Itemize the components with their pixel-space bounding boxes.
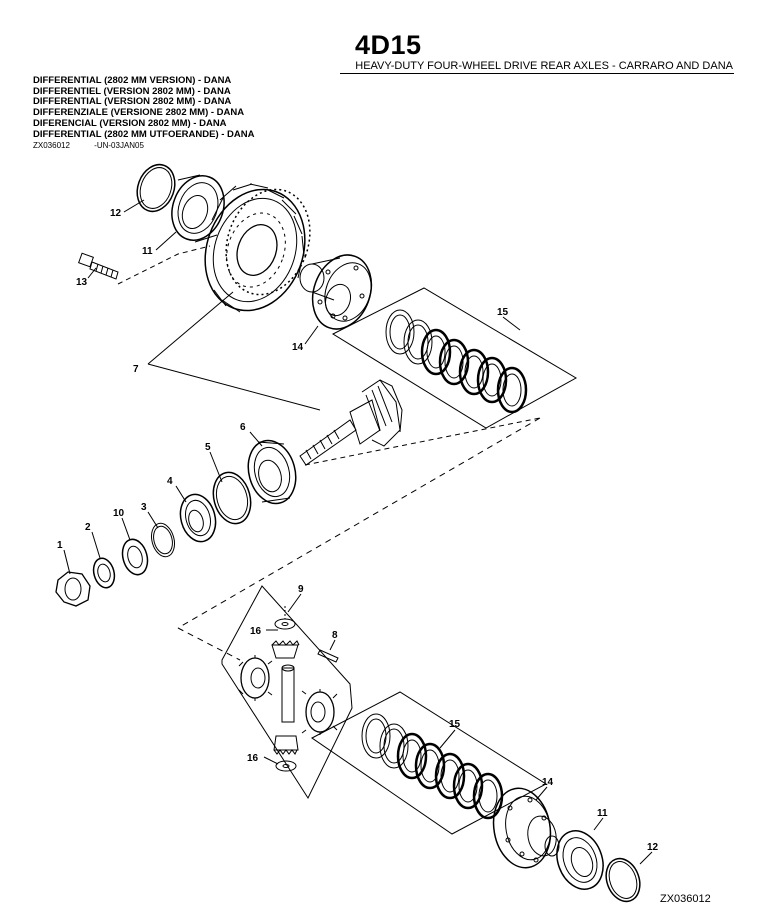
ring-gear	[204, 183, 311, 313]
retaining-ring-bottom	[605, 857, 641, 903]
section-code: 4D15	[355, 30, 422, 60]
bearing-bottom	[556, 830, 604, 890]
callout-leader	[147, 291, 321, 411]
title-line: DIFFERENTIAL (VERSION 2802 MM) - DANA	[33, 96, 232, 108]
figure-id: ZX036012	[660, 893, 711, 905]
callout-2: 2	[85, 522, 91, 533]
callout-8: 8	[332, 630, 338, 641]
shim-ring	[212, 471, 252, 525]
callout-11: 11	[142, 246, 153, 257]
bearing-middle	[179, 493, 217, 543]
assembly-leader	[304, 417, 541, 466]
clutch-disc-pack-top	[331, 287, 578, 429]
callout-labels: 12 11 13 14 15 7 6 5 4 3 10 2 1 9 16 8 1…	[57, 208, 659, 853]
title-line: DIFFERENTIEL (VERSION 2802 MM) - DANA	[33, 85, 231, 97]
roll-pin	[317, 649, 339, 663]
pinion-bearing	[247, 439, 297, 505]
callout-14: 14	[542, 777, 554, 788]
header-rule	[340, 73, 734, 74]
callout-16: 16	[247, 753, 259, 764]
side-gear-panel	[177, 585, 353, 800]
callout-16: 16	[250, 626, 262, 637]
reference-id: ZX036012	[33, 141, 70, 150]
thrust-washer-bottom	[275, 760, 297, 772]
callout-15: 15	[449, 719, 461, 730]
thrust-washer-top	[274, 606, 296, 630]
callout-14: 14	[292, 342, 304, 353]
nut	[55, 571, 91, 607]
title-block: DIFFERENTIAL (2802 MM VERSION) - DANA DI…	[33, 75, 255, 140]
title-line: DIFFERENZIALE (VERSIONE 2802 MM) - DANA	[33, 107, 245, 119]
pinion-gear-bottom	[273, 735, 299, 755]
assembly-leader	[177, 417, 541, 629]
callout-7: 7	[133, 364, 139, 375]
title-line: DIFFERENTIAL (2802 MM VERSION) - DANA	[33, 75, 232, 86]
callout-6: 6	[240, 422, 246, 433]
pinion-gear-top	[271, 640, 300, 659]
callout-15: 15	[497, 307, 509, 318]
title-line: DIFFERENTIAL (2802 MM UTFOERANDE) - DANA	[33, 128, 255, 140]
bearing-top	[171, 174, 225, 243]
section-subtitle: HEAVY-DUTY FOUR-WHEEL DRIVE REAR AXLES -…	[355, 60, 733, 72]
callout-5: 5	[205, 442, 211, 453]
assembly-leader	[117, 245, 211, 285]
callout-leaders	[63, 199, 653, 865]
reference-line: ZX036012 -UN-03JAN05	[33, 141, 166, 150]
oil-seal	[121, 538, 149, 576]
retaining-ring-top	[136, 163, 176, 213]
side-gear-left	[238, 655, 273, 701]
reference-date: -UN-03JAN05	[94, 141, 144, 150]
callout-11: 11	[597, 808, 608, 819]
differential-case-bottom	[492, 787, 560, 869]
side-gear-right	[301, 689, 338, 735]
title-line: DIFERENCIAL (VERSION 2802 MM) - DANA	[33, 117, 227, 129]
pinion-shaft	[299, 379, 403, 466]
spacer-ring	[150, 522, 176, 558]
callout-3: 3	[141, 502, 147, 513]
callout-13: 13	[76, 277, 88, 288]
callout-12: 12	[110, 208, 122, 219]
callout-9: 9	[298, 584, 304, 595]
differential-case-top	[299, 254, 373, 330]
cross-shaft	[281, 664, 295, 723]
bolt	[78, 252, 119, 280]
clutch-disc-pack-bottom	[311, 691, 547, 835]
washer	[92, 557, 116, 589]
callout-12: 12	[647, 842, 659, 853]
callout-10: 10	[113, 508, 125, 519]
callout-4: 4	[167, 476, 173, 487]
callout-1: 1	[57, 540, 63, 551]
